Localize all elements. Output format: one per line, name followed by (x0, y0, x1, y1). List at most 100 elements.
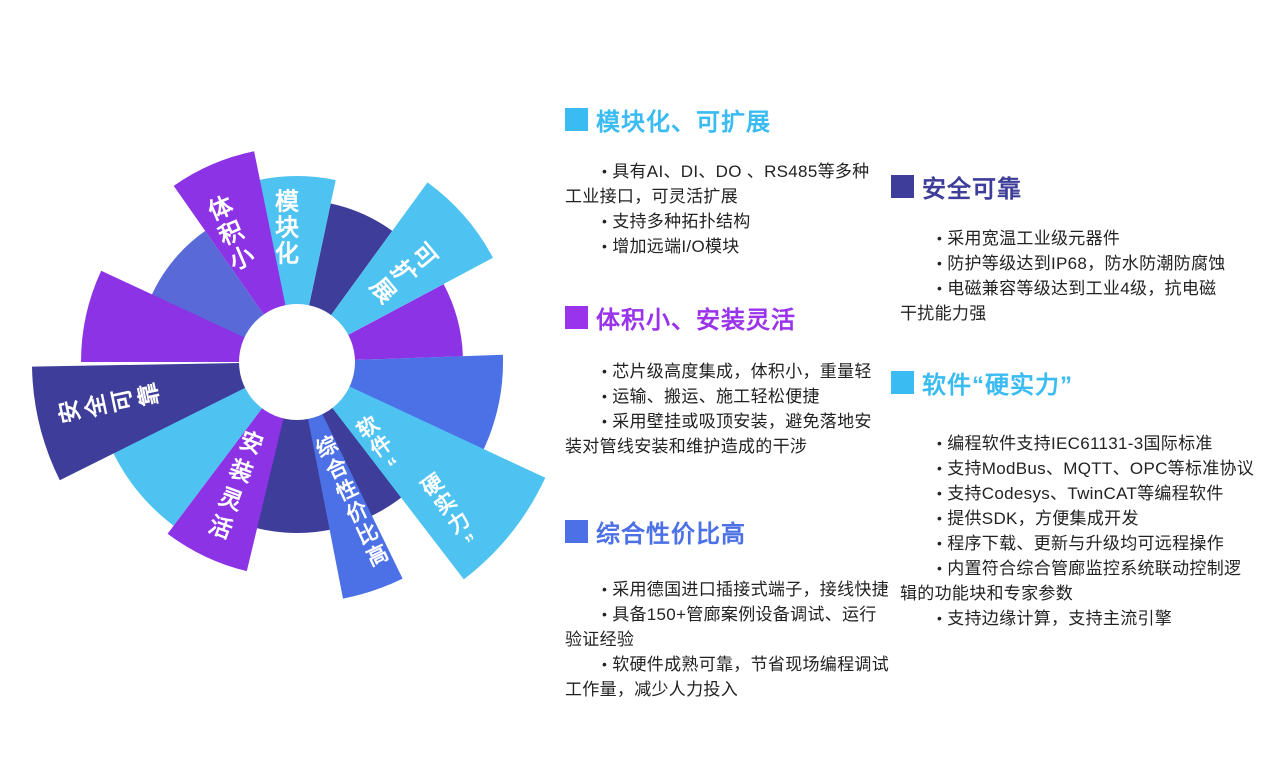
bullet-line: •程序下载、更新与升级均可远程操作 (900, 531, 1239, 556)
wrap-line: 辑的功能块和专家参数 (900, 581, 1239, 606)
bullet-line: •芯片级高度集成，体积小，重量轻 (565, 359, 913, 384)
section-title: 安全可靠 (922, 176, 1022, 203)
square-bullet-icon (891, 175, 914, 198)
dot-bullet-icon: • (602, 238, 608, 254)
bullet-line: •运输、搬运、施工轻松便捷 (565, 384, 913, 409)
square-bullet-icon (891, 371, 914, 394)
feature-section-compact: 体积小、安装灵活•芯片级高度集成，体积小，重量轻•运输、搬运、施工轻松便捷•采用… (565, 300, 913, 459)
bullet-line: •支持多种拓扑结构 (565, 209, 913, 234)
section-body: •采用宽温工业级元器件•防护等级达到IP68，防水防潮防腐蚀•电磁兼容等级达到工… (891, 226, 1239, 326)
fan-wedge (80, 270, 297, 362)
line-text: 支持ModBus、MQTT、OPC等标准协议 (947, 459, 1255, 478)
section-body: •具有AI、DI、DO 、RS485等多种工业接口，可灵活扩展•支持多种拓扑结构… (565, 159, 913, 259)
dot-bullet-icon: • (602, 363, 608, 379)
fan-center-hole (239, 304, 355, 420)
fan-label-char: 可 (107, 386, 137, 414)
bullet-line: •内置符合综合管廊监控系统联动控制逻 (900, 556, 1242, 581)
dot-bullet-icon: • (602, 413, 608, 429)
bullet-line: •电磁兼容等级达到工业4级，抗电磁 (900, 276, 1239, 301)
line-text: 工业接口，可灵活扩展 (565, 187, 738, 206)
line-text: 芯片级高度集成，体积小，重量轻 (612, 362, 872, 381)
fan-svg: 模块化可扩展软件“硬实力”综合性价比高安装灵活安全可靠体积小 (32, 151, 546, 599)
dot-bullet-icon: • (602, 656, 608, 672)
bullet-line: •增加远端I/O模块 (565, 234, 913, 259)
feature-section-modular: 模块化、可扩展•具有AI、DI、DO 、RS485等多种工业接口，可灵活扩展•支… (565, 102, 913, 259)
feature-section-cost-effective: 综合性价比高•采用德国进口插接式端子，接线快捷•具备150+管廊案例设备调试、运… (565, 514, 913, 702)
line-text: 增加远端I/O模块 (612, 237, 740, 256)
section-title: 综合性价比高 (596, 521, 746, 548)
fan-label-char: 模 (275, 188, 300, 215)
square-bullet-icon (565, 306, 588, 329)
wrap-line: 工业接口，可灵活扩展 (565, 184, 913, 209)
dot-bullet-icon: • (937, 435, 943, 451)
line-text: 内置符合综合管廊监控系统联动控制逻 (947, 559, 1242, 578)
line-text: 干扰能力强 (900, 304, 987, 323)
line-text: 辑的功能块和专家参数 (900, 584, 1073, 603)
feature-section-software-strength: 软件“硬实力”•编程软件支持IEC61131-3国际标准•支持ModBus、MQ… (891, 365, 1254, 631)
line-text: 程序下载、更新与升级均可远程操作 (947, 534, 1225, 553)
section-body: •采用德国进口插接式端子，接线快捷•具备150+管廊案例设备调试、运行验证经验•… (565, 577, 913, 702)
dot-bullet-icon: • (937, 510, 943, 526)
line-text: 提供SDK，方便集成开发 (947, 509, 1139, 528)
line-text: 电磁兼容等级达到工业4级，抗电磁 (947, 279, 1217, 298)
dot-bullet-icon: • (602, 581, 608, 597)
wrap-line: 验证经验 (565, 627, 913, 652)
line-text: 软硬件成熟可靠，节省现场编程调试 (612, 655, 890, 674)
bullet-line: •采用壁挂或吸顶安装，避免落地安 (565, 409, 913, 434)
line-text: 装对管线安装和维护造成的干涉 (565, 437, 808, 456)
line-text: 验证经验 (565, 630, 635, 649)
wrap-line: 干扰能力强 (900, 301, 1239, 326)
line-text: 采用宽温工业级元器件 (947, 229, 1121, 248)
dot-bullet-icon: • (602, 163, 608, 179)
section-header: 综合性价比高 (565, 514, 913, 549)
dot-bullet-icon: • (937, 535, 943, 551)
section-body: •芯片级高度集成，体积小，重量轻•运输、搬运、施工轻松便捷•采用壁挂或吸顶安装，… (565, 359, 913, 459)
section-title: 软件“硬实力” (922, 372, 1073, 399)
section-header: 模块化、可扩展 (565, 102, 913, 137)
dot-bullet-icon: • (602, 213, 608, 229)
fan-base-sector-base-cyan-lowerleft (112, 362, 297, 526)
line-text: 支持Codesys、TwinCAT等编程软件 (947, 484, 1224, 503)
fan-wedge-安装灵活 (167, 362, 297, 572)
fan-wedge-label-安全可靠: 安全可靠 (54, 380, 164, 427)
fan-label-char: 安 (54, 397, 84, 425)
section-body: •编程软件支持IEC61131-3国际标准•支持ModBus、MQTT、OPC等… (891, 431, 1254, 631)
fan-label-char: 靠 (134, 381, 164, 409)
bullet-line: •软硬件成熟可靠，节省现场编程调试 (565, 652, 913, 677)
square-bullet-icon (565, 520, 588, 543)
line-text: 采用壁挂或吸顶安装，避免落地安 (612, 412, 872, 431)
line-text: 支持边缘计算，支持主流引擎 (947, 609, 1173, 628)
dot-bullet-icon: • (937, 255, 943, 271)
bullet-line: •采用宽温工业级元器件 (900, 226, 1239, 251)
section-header: 安全可靠 (891, 169, 1239, 204)
dot-bullet-icon: • (937, 560, 943, 576)
bullet-line: •防护等级达到IP68，防水防潮防腐蚀 (900, 251, 1239, 276)
bullet-line: •采用德国进口插接式端子，接线快捷 (565, 577, 913, 602)
line-text: 采用德国进口插接式端子，接线快捷 (612, 580, 890, 599)
wrap-line: 装对管线安装和维护造成的干涉 (565, 434, 913, 459)
bullet-line: •编程软件支持IEC61131-3国际标准 (900, 431, 1239, 456)
line-text: 具有AI、DI、DO 、RS485等多种 (612, 162, 870, 181)
dot-bullet-icon: • (937, 460, 943, 476)
svg-text:安全可靠: 安全可靠 (54, 380, 164, 427)
line-text: 具备150+管廊案例设备调试、运行 (612, 605, 877, 624)
fan-wedge-label-模块化: 模块化 (275, 188, 300, 267)
wrap-line: 工作量，减少人力投入 (565, 677, 913, 702)
bullet-line: •支持Codesys、TwinCAT等编程软件 (900, 481, 1239, 506)
bullet-line: •支持ModBus、MQTT、OPC等标准协议 (900, 456, 1254, 481)
svg-text:模块化: 模块化 (275, 188, 300, 267)
dot-bullet-icon: • (937, 610, 943, 626)
bullet-line: •提供SDK，方便集成开发 (900, 506, 1239, 531)
section-title: 模块化、可扩展 (596, 109, 771, 136)
line-text: 运输、搬运、施工轻松便捷 (612, 387, 820, 406)
fan-wedge-模块化 (258, 176, 336, 362)
dot-bullet-icon: • (937, 280, 943, 296)
fan-wedge-综合性价比高 (297, 362, 403, 599)
line-text: 工作量，减少人力投入 (565, 680, 738, 699)
fan-label-char: 化 (275, 239, 299, 267)
fan-wedge-硬实力” (297, 362, 546, 580)
section-header: 体积小、安装灵活 (565, 300, 913, 335)
dot-bullet-icon: • (602, 606, 608, 622)
dot-bullet-icon: • (937, 485, 943, 501)
section-title: 体积小、安装灵活 (596, 307, 796, 334)
